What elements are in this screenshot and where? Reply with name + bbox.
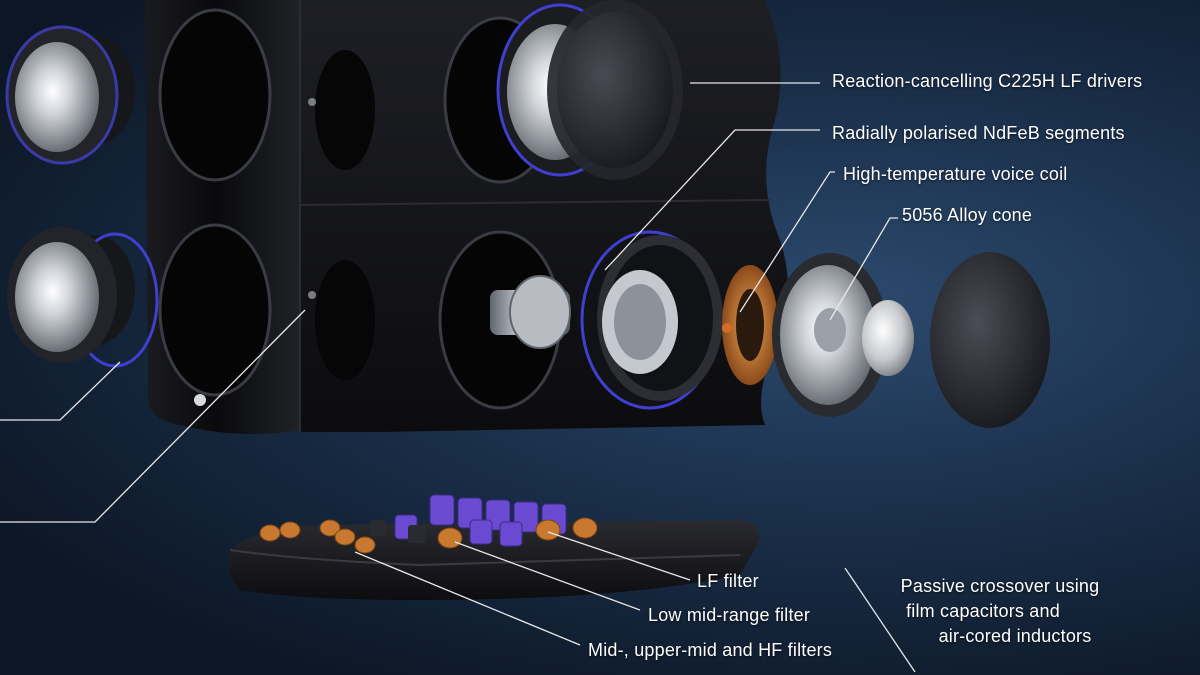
callout-crossover: Passive crossover using film capacitors … (880, 574, 1120, 649)
callout-low-mid-filter: Low mid-range filter (648, 605, 811, 625)
callout-lf-drivers: Reaction-cancelling C225H LF drivers (832, 71, 1143, 91)
callout-ndfeb-segments: Radially polarised NdFeB segments (832, 123, 1125, 143)
callout-alloy-cone: 5056 Alloy cone (902, 205, 1033, 225)
crossover-line-3: air-cored inductors (938, 626, 1092, 646)
crossover-line-2: film capacitors and (906, 601, 1060, 621)
callout-voice-coil: High-temperature voice coil (843, 164, 1068, 184)
callout-lf-filter: LF filter (697, 571, 759, 591)
leader-lines (0, 82, 916, 673)
crossover-line-1: Passive crossover using (900, 576, 1100, 596)
callout-mid-hf-filters: Mid-, upper-mid and HF filters (588, 640, 833, 660)
